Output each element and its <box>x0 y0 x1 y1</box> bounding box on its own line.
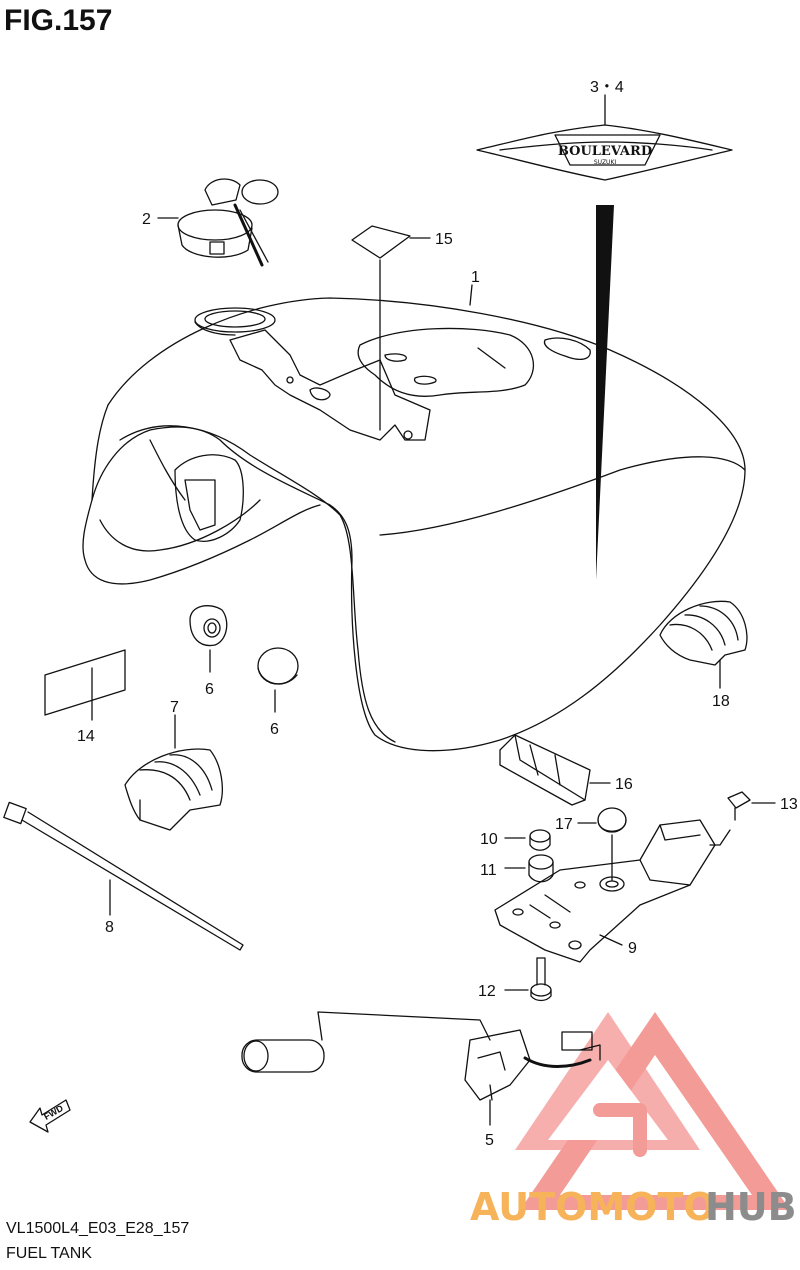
callout-14: 14 <box>77 728 95 745</box>
callout-10: 10 <box>480 831 498 848</box>
emblem-subtext: SUZUKI <box>594 159 617 166</box>
callout-6a: 6 <box>205 681 214 698</box>
cushion-part-18 <box>659 600 748 666</box>
bracket-part-9 <box>494 819 716 963</box>
emblem-text: BOULEVARD <box>558 144 652 159</box>
nut-part-10 <box>529 829 551 851</box>
watermark-logo <box>515 1012 790 1210</box>
callout-6b: 6 <box>270 721 279 738</box>
model-code: VL1500L4_E03_E28_157 <box>6 1220 190 1237</box>
callout-5: 5 <box>485 1132 494 1149</box>
callout-17: 17 <box>555 816 573 833</box>
callout-1: 1 <box>471 269 480 286</box>
leader-line-9 <box>599 934 623 946</box>
callout-3-4: 3・4 <box>590 79 624 96</box>
pointer-wedge <box>596 205 614 580</box>
watermark-automoto: AUTOMOTO <box>470 1185 716 1229</box>
cushion-part-17 <box>597 807 627 833</box>
cushion-part-7 <box>124 748 223 831</box>
figure-title: FIG.157 <box>4 4 113 37</box>
callout-labels: 1 2 3・4 5 6 6 7 8 9 10 11 12 13 14 15 16… <box>77 79 798 1149</box>
callout-13: 13 <box>780 796 798 813</box>
callout-16: 16 <box>615 776 633 793</box>
bolt-part-12 <box>530 957 552 1002</box>
tie-band-part-8 <box>3 801 244 951</box>
forward-arrow-icon: FWD <box>29 1099 71 1133</box>
fuel-cap-part-2 <box>177 178 279 267</box>
figure-caption: FUEL TANK <box>6 1245 92 1262</box>
collar-part-11 <box>528 854 554 883</box>
watermark-text: AUTOMOTO HUB <box>470 1185 797 1229</box>
callout-12: 12 <box>478 983 496 1000</box>
cushion-part-16 <box>499 734 591 806</box>
callout-8: 8 <box>105 919 114 936</box>
label-part-15 <box>351 225 411 259</box>
leader-line-1 <box>469 284 473 306</box>
callout-9: 9 <box>628 940 637 957</box>
fuel-gauge-part-5 <box>241 1011 601 1101</box>
callout-2: 2 <box>142 211 151 228</box>
leader-line-13-b <box>709 829 731 846</box>
callout-15: 15 <box>435 231 453 248</box>
bolt-part-13 <box>727 791 751 821</box>
callout-18: 18 <box>712 693 730 710</box>
callout-7: 7 <box>170 699 179 716</box>
grommet-part-6a <box>189 605 228 647</box>
fuel-tank-part-1 <box>82 297 746 752</box>
emblem-part-3-4: BOULEVARD SUZUKI <box>476 124 733 181</box>
cushion-part-6b <box>257 647 299 685</box>
callout-11: 11 <box>480 862 497 879</box>
watermark-hub: HUB <box>705 1185 797 1229</box>
label-part-14 <box>44 649 126 716</box>
